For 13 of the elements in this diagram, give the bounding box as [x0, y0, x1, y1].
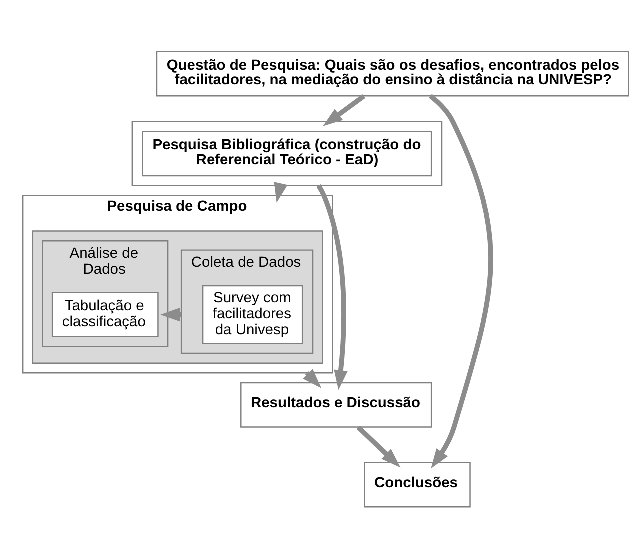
node-box: Pesquisa Bibliográfica (construção do Referencial Teórico - EaD): [142, 131, 432, 177]
node-box: Survey com facilitadores da Univesp: [202, 285, 304, 344]
node-box: Tabulação e classificação: [52, 292, 159, 338]
node-box: Resultados e Discussão: [240, 382, 432, 428]
arrow: [356, 426, 401, 468]
arrow: [274, 182, 288, 203]
arrow: [323, 94, 366, 126]
arrow: [429, 94, 494, 469]
cluster: [32, 230, 324, 364]
node-box: Conclusões: [364, 462, 471, 508]
arrow: [160, 308, 182, 322]
node-box: Questão de Pesquisa: Quais são os desafios, encontrados pelos facilitadores, na mediação do ensino à distância na UNIVESP?: [156, 51, 630, 97]
arrow: [316, 184, 348, 390]
